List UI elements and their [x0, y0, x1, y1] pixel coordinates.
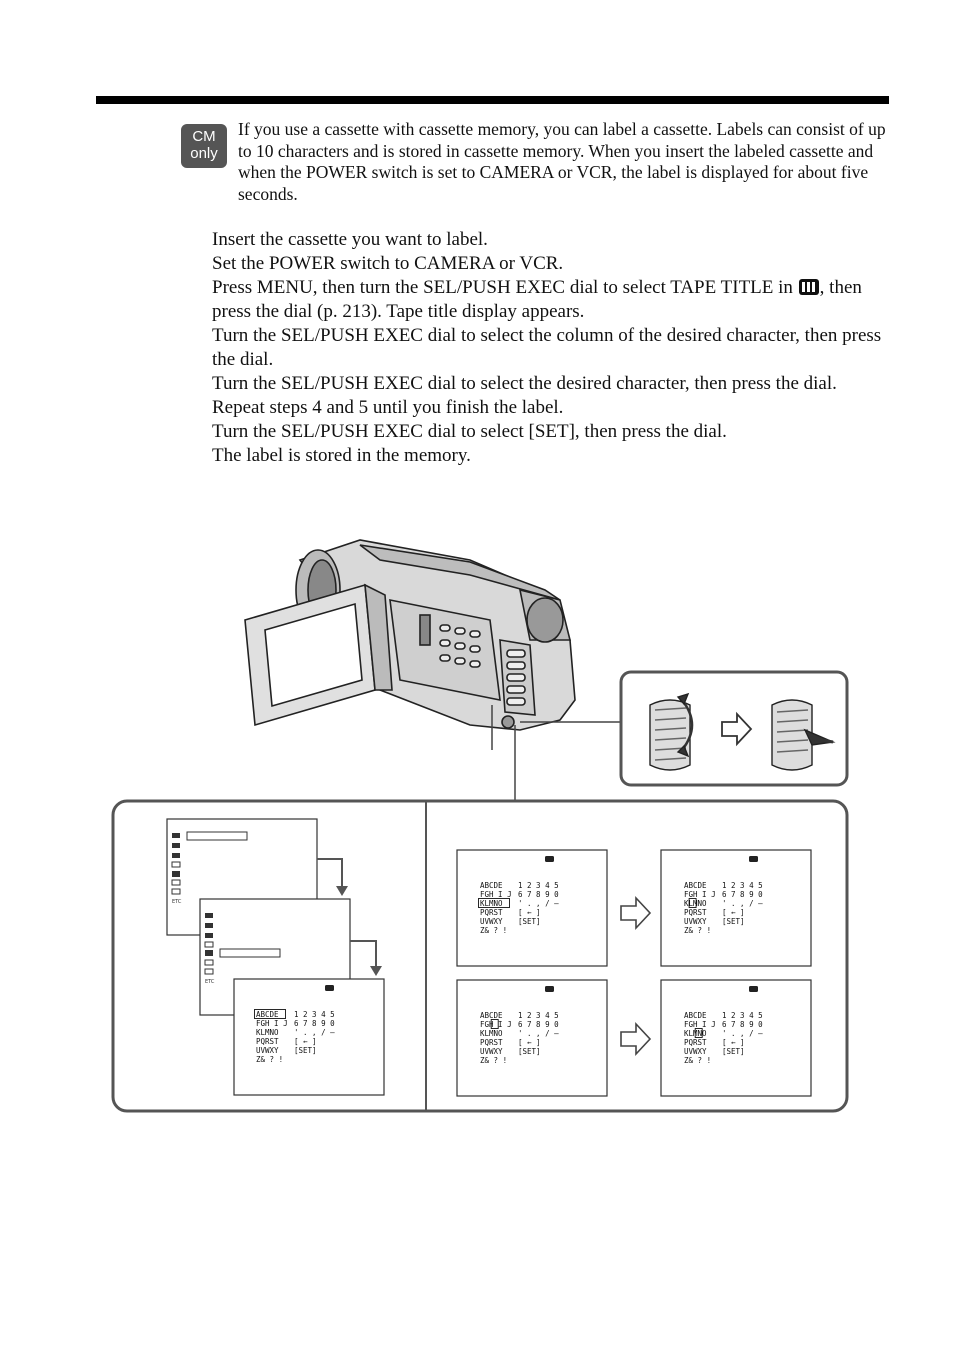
- selection-cursor: [478, 898, 510, 908]
- char-group: [SET]: [722, 917, 745, 926]
- selection-cursor: [490, 1019, 499, 1029]
- char-group: 6 7 8 9 0: [518, 890, 559, 899]
- char-group: ' . , / –: [722, 1029, 763, 1038]
- char-group: PQRST: [256, 1037, 279, 1046]
- step-8: The label is stored in the memory.: [212, 445, 471, 466]
- char-group: PQRST: [480, 908, 503, 917]
- svg-text:ETC: ETC: [205, 979, 215, 985]
- char-group: ' . , / –: [518, 899, 559, 908]
- char-group: Z& ? !: [480, 1056, 507, 1065]
- char-group: [SET]: [722, 1047, 745, 1056]
- char-group: 6 7 8 9 0: [518, 1020, 559, 1029]
- char-group: [ ← ]: [518, 908, 541, 917]
- char-group: [ ← ]: [294, 1037, 317, 1046]
- tape-title-screens: ABCDE 1 2 3 4 5 FGH I J 6 7 8 9 0 KLMNO ' . ,…: [233, 849, 812, 1097]
- char-group: UVWXY: [684, 917, 707, 926]
- char-group: FGH I J: [480, 1020, 512, 1029]
- char-group: 6 7 8 9 0: [722, 890, 763, 899]
- char-group: ABCDE: [480, 1011, 503, 1020]
- char-group: [SET]: [294, 1046, 317, 1055]
- char-group: [ ← ]: [722, 1038, 745, 1047]
- menu-etc-label: ETC: [172, 899, 182, 905]
- char-group: FGH I J: [684, 890, 716, 899]
- char-group: Z& ? !: [256, 1055, 283, 1064]
- char-group: Z& ? !: [684, 926, 711, 935]
- step-1: Insert the cassette you want to label.: [212, 229, 488, 250]
- char-group: 1 2 3 4 5: [294, 1010, 335, 1019]
- step-3-part-b: , then press the dial (p. 213). Tape tit…: [212, 277, 862, 322]
- leader-lines: [491, 705, 620, 800]
- cm-only-badge: CM only: [181, 124, 227, 168]
- char-group: ABCDE: [684, 1011, 707, 1020]
- char-group: KLMNO: [480, 1029, 503, 1038]
- char-group: UVWXY: [480, 1047, 503, 1056]
- right-arrow-icon: [721, 711, 753, 747]
- tape-title-screen: [456, 849, 608, 967]
- tape-title-screen: [456, 979, 608, 1097]
- sel-push-exec-dial-icon: [649, 692, 694, 771]
- char-group: KLMNO: [480, 899, 503, 908]
- char-group: ABCDE: [684, 881, 707, 890]
- char-group: PQRST: [684, 1038, 707, 1047]
- sel-push-exec-dial-icon: [771, 699, 836, 771]
- char-group: PQRST: [684, 908, 707, 917]
- char-group: ABCDE: [256, 1010, 279, 1019]
- char-group: FGH I J: [256, 1019, 288, 1028]
- char-group: FGH I J: [480, 890, 512, 899]
- cassette-memory-icon: [749, 986, 758, 992]
- char-group: KLMNO: [684, 899, 707, 908]
- cassette-memory-icon: [798, 279, 819, 295]
- char-group: ' . , / –: [518, 1029, 559, 1038]
- intro-paragraph: If you use a cassette with cassette memo…: [238, 119, 886, 204]
- char-group: ABCDE: [480, 881, 503, 890]
- char-group: [SET]: [518, 1047, 541, 1056]
- right-arrow-icon: [620, 1021, 652, 1057]
- dial-detail-box: [619, 670, 849, 787]
- step-2: Set the POWER switch to CAMERA or VCR.: [212, 253, 564, 274]
- char-group: FGH I J: [684, 1020, 716, 1029]
- char-group: 6 7 8 9 0: [722, 1020, 763, 1029]
- selection-cursor: [694, 1028, 703, 1038]
- char-group: Z& ? !: [684, 1056, 711, 1065]
- char-group: 1 2 3 4 5: [518, 1011, 559, 1020]
- right-arrow-icon: [620, 895, 652, 931]
- cassette-memory-icon: [545, 986, 554, 992]
- steps-list: Insert the cassette you want to label. S…: [212, 228, 892, 468]
- step-7: Turn the SEL/PUSH EXEC dial to select [S…: [212, 421, 727, 442]
- char-group: [SET]: [518, 917, 541, 926]
- step-3: Press MENU, then turn the SEL/PUSH EXEC …: [212, 276, 892, 324]
- char-group: UVWXY: [684, 1047, 707, 1056]
- step-4: Turn the SEL/PUSH EXEC dial to select th…: [212, 325, 882, 370]
- tape-title-screen: [233, 978, 385, 1096]
- selection-cursor: [254, 1009, 286, 1019]
- char-group: UVWXY: [480, 917, 503, 926]
- char-group: 1 2 3 4 5: [722, 881, 763, 890]
- char-group: ' . , / –: [294, 1028, 335, 1037]
- badge-line2: only: [190, 145, 218, 162]
- tape-title-screen: [660, 979, 812, 1097]
- char-group: PQRST: [480, 1038, 503, 1047]
- step-5: Turn the SEL/PUSH EXEC dial to select th…: [212, 373, 837, 394]
- char-group: 1 2 3 4 5: [722, 1011, 763, 1020]
- char-group: UVWXY: [256, 1046, 279, 1055]
- char-group: ' . , / –: [722, 899, 763, 908]
- char-group: [ ← ]: [722, 908, 745, 917]
- tape-title-screen: [660, 849, 812, 967]
- top-rule: [96, 96, 889, 104]
- char-group: [ ← ]: [518, 1038, 541, 1047]
- step-6: Repeat steps 4 and 5 until you finish th…: [212, 397, 564, 418]
- char-group: 6 7 8 9 0: [294, 1019, 335, 1028]
- step-3-part-a: Press MENU, then turn the SEL/PUSH EXEC …: [212, 277, 793, 298]
- cassette-memory-icon: [325, 985, 334, 991]
- camcorder-illustration: [244, 539, 576, 731]
- badge-line1: CM: [192, 128, 216, 145]
- char-group: 1 2 3 4 5: [518, 881, 559, 890]
- selection-cursor: [688, 898, 697, 908]
- char-group: KLMNO: [256, 1028, 279, 1037]
- char-group: Z& ? !: [480, 926, 507, 935]
- cassette-memory-icon: [749, 856, 758, 862]
- cassette-memory-icon: [545, 856, 554, 862]
